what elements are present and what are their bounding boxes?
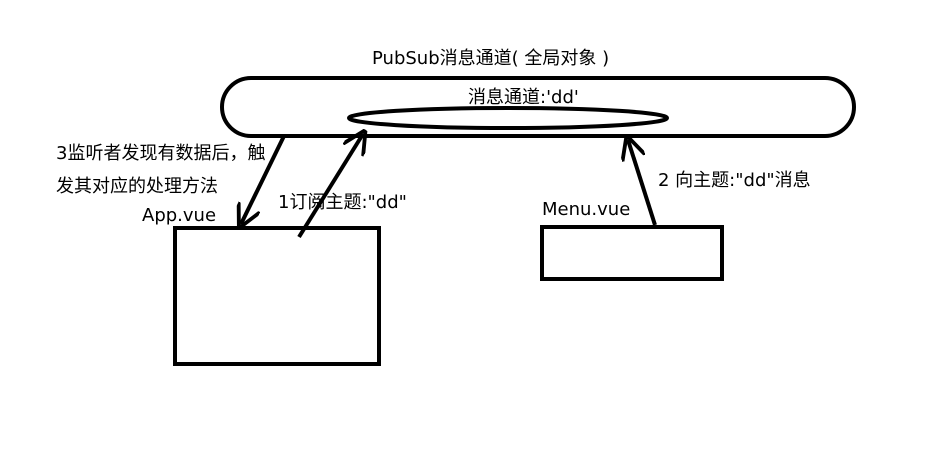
publish-step-label: 2 向主题:"dd"消息: [658, 170, 811, 191]
publish-arrow: [628, 140, 657, 226]
app-vue-label: App.vue: [142, 205, 217, 226]
pubsub-channel-shape: [220, 76, 856, 138]
menu-vue-box: [540, 225, 724, 281]
menu-vue-label: Menu.vue: [542, 199, 631, 220]
channel-title: PubSub消息通道( 全局对象 ): [372, 48, 610, 69]
notify-arrow: [241, 135, 286, 224]
topic-label: 消息通道:'dd': [468, 87, 579, 108]
subscribe-arrow: [297, 134, 363, 239]
notify-step-line2: 发其对应的处理方法: [56, 176, 218, 197]
topic-dd-ellipse: [347, 106, 669, 130]
subscribe-step-label: 1订阅主题:"dd": [278, 192, 407, 213]
notify-step-line1: 3监听者发现有数据后，触: [56, 143, 266, 164]
app-vue-box: [173, 226, 381, 366]
